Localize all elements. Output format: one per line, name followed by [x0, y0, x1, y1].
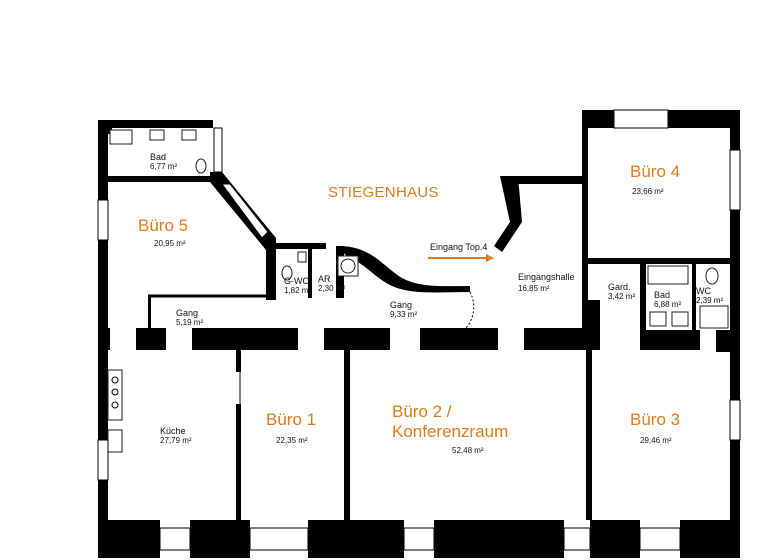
- room-area: 2,39 m²: [696, 296, 724, 305]
- room-name: Gang: [390, 300, 413, 310]
- room-area: 23,66 m²: [632, 187, 664, 196]
- room-name: Eingangshalle: [518, 272, 575, 282]
- room-eingangshalle: Eingangshalle 16,85 m²: [518, 272, 575, 294]
- windows: [97, 149, 741, 551]
- room-area: 16,85 m²: [518, 284, 550, 293]
- room-gang-mid: Gang 9,33 m²: [390, 300, 417, 320]
- room-gang-left: Gang 5,19 m²: [176, 308, 203, 328]
- room-gwc: G-WC 1,82 m²: [284, 276, 311, 296]
- room-name: Gard.: [608, 282, 631, 292]
- room-gard: Gard. 3,42 m²: [608, 282, 635, 302]
- entrance-label: Eingang Top.4: [430, 242, 488, 252]
- room-area: 1,82 m²: [284, 286, 312, 295]
- fixtures: [107, 129, 729, 453]
- entrance-arrow: [428, 254, 494, 262]
- room-area: 6,77 m²: [150, 162, 178, 171]
- room-ar: AR 2,30 m²: [318, 274, 345, 294]
- room-bad-top: Bad 6,77 m²: [150, 152, 177, 172]
- room-name: Büro 1: [266, 410, 317, 429]
- door-swings: [239, 291, 475, 404]
- outer-walls: [98, 109, 740, 558]
- room-name: Bad: [150, 152, 167, 162]
- room-bad-right: Bad 6,88 m²: [654, 290, 681, 310]
- room-name: Gang: [176, 308, 199, 318]
- room-name: Büro 3: [630, 410, 681, 429]
- room-buero2: Büro 2 / Konferenzraum 52,48 m²: [392, 402, 508, 456]
- room-name: AR: [318, 274, 331, 284]
- room-name: Bad: [654, 290, 671, 300]
- room-name: Küche: [160, 426, 186, 436]
- room-buero1: Büro 1 22,35 m²: [266, 410, 316, 446]
- room-area: 5,19 m²: [176, 318, 204, 327]
- room-name: Büro 4: [630, 162, 681, 181]
- room-name: Büro 5: [138, 216, 189, 235]
- room-area: 9,33 m²: [390, 310, 418, 319]
- room-area: 6,88 m²: [654, 300, 682, 309]
- room-name-line1: Büro 2 /: [392, 402, 452, 421]
- room-area: 52,48 m²: [452, 446, 484, 455]
- room-area: 2,30 m²: [318, 284, 346, 293]
- room-area: 20,95 m²: [154, 239, 186, 248]
- room-buero3: Büro 3 29,46 m²: [630, 410, 680, 446]
- stairwell-label: STIEGENHAUS: [328, 184, 439, 201]
- room-area: 27,79 m²: [160, 436, 192, 445]
- room-name: G-WC: [284, 276, 309, 286]
- room-area: 29,46 m²: [640, 436, 672, 445]
- room-wc: WC 2,39 m²: [696, 286, 723, 306]
- room-kueche: Küche 27,79 m²: [160, 426, 192, 446]
- inner-walls: [98, 176, 730, 520]
- room-area: 22,35 m²: [276, 436, 308, 445]
- room-buero5: Büro 5 20,95 m²: [138, 216, 188, 249]
- room-name-line2: Konferenzraum: [392, 422, 509, 441]
- room-area: 3,42 m²: [608, 292, 636, 301]
- room-buero4: Büro 4 23,66 m²: [630, 162, 680, 197]
- room-name: WC: [696, 286, 711, 296]
